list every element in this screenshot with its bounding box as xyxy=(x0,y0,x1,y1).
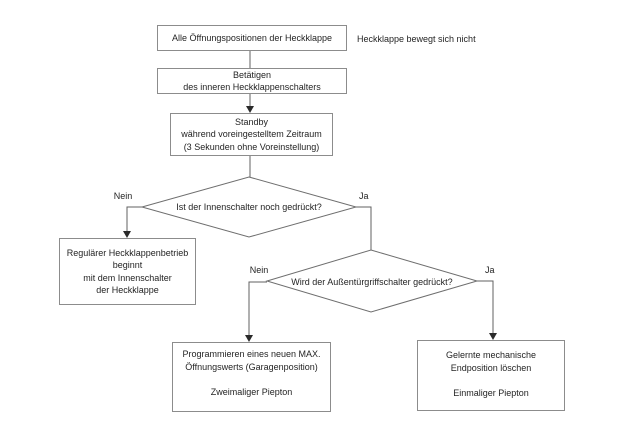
node-delete-end-position: Gelernte mechanische Endposition löschen… xyxy=(417,340,565,411)
node-text-line: Öffnungswerts (Garagenposition) xyxy=(185,361,318,372)
node-text-line: Einmaliger Piepton xyxy=(453,387,529,398)
branch-label-decision2-no: Nein xyxy=(249,265,269,275)
node-text-line: der Heckklappe xyxy=(96,285,159,295)
node-all-opening-positions: Alle Öffnungspositionen der Heckklappe xyxy=(157,25,347,51)
branch-label-decision1-no: Nein xyxy=(113,191,133,201)
node-text-line: mit dem Innenschalter xyxy=(83,272,172,283)
node-text-line: beginnt xyxy=(112,260,143,270)
node-press-inner-switch: Betätigen des inneren Heckklappenschalte… xyxy=(157,68,347,94)
node-text-line: Standby xyxy=(234,116,269,127)
side-note-tailgate-not-moving: Heckklappe bewegt sich nicht xyxy=(357,34,476,44)
node-text-line: während voreingestelltem Zeitraum xyxy=(181,129,322,140)
connector-decision2-yes xyxy=(477,280,494,333)
connector-decision1-yes xyxy=(356,206,372,250)
arrowhead-into-standby xyxy=(246,106,254,113)
decision-diamond-inner-switch xyxy=(140,176,358,238)
arrowhead-into-delete-endposition xyxy=(489,333,497,340)
node-text-line: Alle Öffnungspositionen der Heckklappe xyxy=(172,32,332,43)
node-text-line: Regulärer Heckklappenbetrieb xyxy=(66,247,189,258)
connector-decision2-no xyxy=(248,281,267,335)
branch-label-decision1-yes: Ja xyxy=(359,191,369,201)
decision-outer-handle-question: Wird der Außentürgriffschalter gedrückt? xyxy=(291,277,453,287)
arrowhead-into-program-max xyxy=(245,335,253,342)
branch-label-decision2-yes: Ja xyxy=(485,265,495,275)
node-text-line-blank xyxy=(418,374,564,387)
node-text-line: Betätigen xyxy=(232,69,272,80)
decision-diamond-outer-handle xyxy=(265,249,479,313)
node-text-line-blank xyxy=(173,373,330,386)
node-program-max-opening: Programmieren eines neuen MAX. Öffnungsw… xyxy=(172,342,331,412)
node-text-line: (3 Sekunden ohne Voreinstellung) xyxy=(183,141,320,152)
decision-inner-switch-question: Ist der Innenschalter noch gedrückt? xyxy=(176,202,322,212)
arrowhead-into-regular-operation xyxy=(123,231,131,238)
node-regular-operation: Regulärer Heckklappenbetrieb beginnt mit… xyxy=(59,238,196,305)
node-text-line: Programmieren eines neuen MAX. xyxy=(182,349,321,359)
node-text-line: des inneren Heckklappenschalters xyxy=(183,82,321,92)
connector-decision1-no xyxy=(126,206,142,231)
node-text-line: Zweimaliger Piepton xyxy=(210,386,293,397)
node-standby: Standby während voreingestelltem Zeitrau… xyxy=(170,113,333,156)
node-text-line: Endposition löschen xyxy=(450,362,532,373)
node-text-line: Gelernte mechanische xyxy=(445,350,537,360)
